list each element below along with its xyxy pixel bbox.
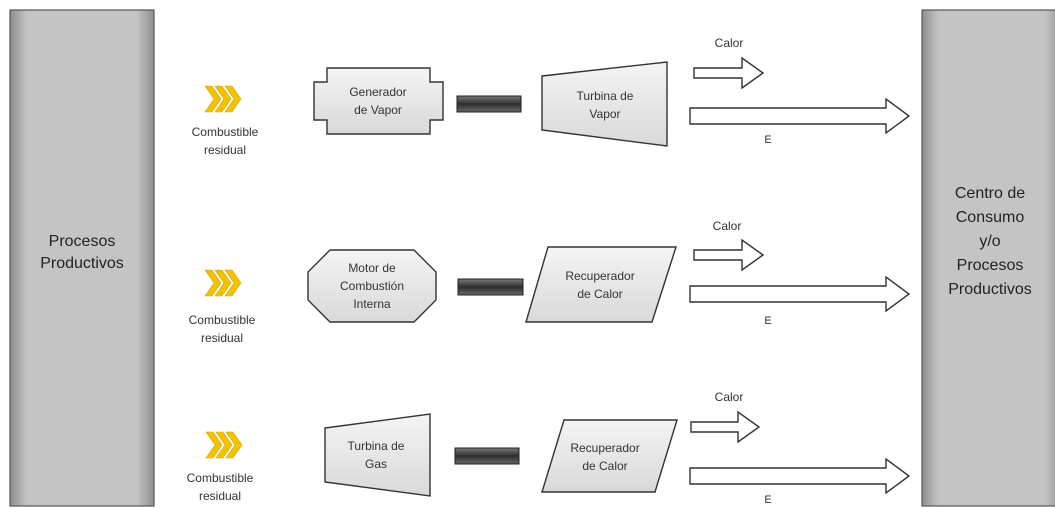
converter-label-1: Turbina de <box>577 89 634 103</box>
heat-arrow-icon <box>690 410 761 444</box>
converter-label-2: Vapor <box>589 107 620 121</box>
fuel-chevron-icon <box>204 269 242 297</box>
generator-label-3: Interna <box>353 297 391 311</box>
heat-recovery-shape <box>541 419 678 493</box>
energy-arrow-icon <box>689 97 911 135</box>
right-block-label-5: Productivos <box>948 281 1032 298</box>
heat-label: Calor <box>715 36 744 50</box>
heat-recovery-shape <box>525 246 677 323</box>
generator-label-2: Gas <box>365 457 387 471</box>
fuel-label-1: Combustible <box>189 313 256 327</box>
steam-generator-shape <box>313 67 444 135</box>
heat-label: Calor <box>715 390 744 404</box>
row-internal-combustion-engine: Combustible residual Motor de Combustión… <box>189 219 911 345</box>
fuel-label-1: Combustible <box>192 125 259 139</box>
energy-label: E <box>764 134 771 146</box>
heat-arrow-icon <box>693 238 765 272</box>
converter-label-1: Recuperador <box>565 269 634 283</box>
fuel-label-2: residual <box>199 489 241 503</box>
left-block-label-2: Productivos <box>40 255 124 272</box>
connector-bar <box>454 447 520 465</box>
generator-label-1: Motor de <box>348 261 396 275</box>
procesos-productivos-block: Procesos Productivos <box>9 9 155 507</box>
right-block-label-1: Centro de <box>955 185 1025 202</box>
connector-bar <box>457 278 524 296</box>
gas-turbine-shape <box>324 413 431 497</box>
right-block-label-4: Procesos <box>957 257 1024 274</box>
converter-label-1: Recuperador <box>570 441 639 455</box>
heat-label: Calor <box>713 219 742 233</box>
generator-label-1: Generador <box>349 85 406 99</box>
converter-label-2: de Calor <box>577 287 622 301</box>
left-block-label-1: Procesos <box>49 233 116 250</box>
connector-bar <box>456 95 522 113</box>
energy-label: E <box>764 494 771 506</box>
generator-label-1: Turbina de <box>348 439 405 453</box>
energy-arrow-icon <box>689 457 911 495</box>
generator-label-2: Combustión <box>340 279 404 293</box>
energy-arrow-icon <box>689 275 911 313</box>
fuel-chevron-icon <box>205 431 243 459</box>
generator-label-2: de Vapor <box>354 103 402 117</box>
fuel-label-2: residual <box>201 331 243 345</box>
row-gas-turbine: Combustible residual Turbina de Gas Recu… <box>187 390 911 506</box>
right-block-label-2: Consumo <box>956 209 1025 226</box>
fuel-label-1: Combustible <box>187 471 254 485</box>
fuel-label-2: residual <box>204 143 246 157</box>
converter-label-2: de Calor <box>582 459 627 473</box>
row-steam-turbine: Combustible residual Generador de Vapor … <box>192 36 911 157</box>
heat-arrow-icon <box>693 56 765 90</box>
combustion-engine-shape <box>307 249 437 323</box>
steam-turbine-shape <box>541 61 668 147</box>
fuel-chevron-icon <box>204 85 242 113</box>
centro-de-consumo-block: Centro de Consumo y/o Procesos Productiv… <box>921 9 1055 507</box>
right-block-label-3: y/o <box>979 233 1000 250</box>
energy-label: E <box>764 315 771 327</box>
